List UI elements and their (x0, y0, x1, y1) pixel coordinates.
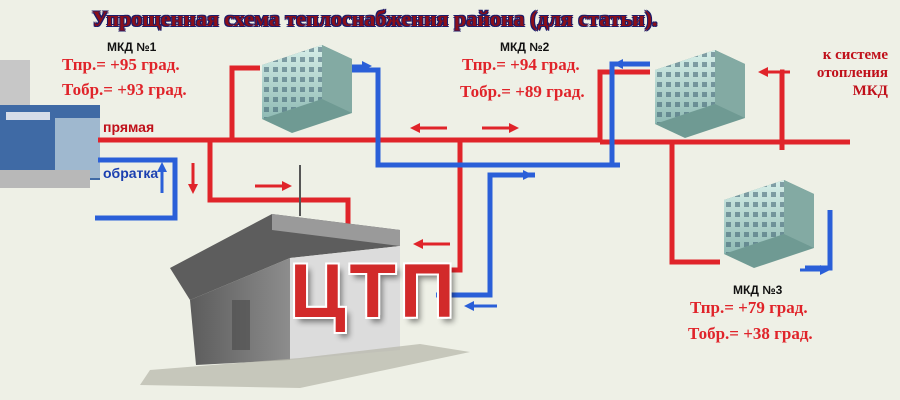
mkd1-supply-temp: Тпр.= +95 град. (62, 55, 180, 74)
arrow-right-icon (255, 181, 292, 191)
heating-system-label: к системе отопления МКД (817, 46, 888, 100)
arrow-left-icon (758, 67, 790, 77)
apartment-building-image (262, 45, 352, 133)
heating-system-line: к системе (822, 47, 888, 63)
arrow-up-icon (157, 162, 167, 193)
apartment-building-image (655, 50, 745, 138)
mkd1-return-temp: Тобр.= +93 град. (62, 80, 187, 99)
supply-mkd3 (669, 140, 720, 265)
mkd1-name: МКД №1 (107, 40, 157, 54)
apartment-building-image (724, 180, 814, 268)
mkd3-supply-temp: Тпр.= +79 град. (690, 298, 808, 317)
arrow-left-icon (410, 123, 447, 133)
supply-main-pipe (98, 69, 650, 143)
arrow-right-icon (500, 170, 533, 180)
mkd2-return-temp: Тобр.= +89 град. (460, 82, 585, 101)
substation-label: ЦТП (290, 249, 459, 334)
heating-system-line: отопления (816, 65, 888, 81)
mkd3-name: МКД №3 (733, 283, 783, 297)
return-to-mkd2 (609, 61, 650, 165)
arrow-left-icon (413, 239, 450, 249)
substation-building-image (140, 165, 470, 388)
arrow-right-icon (482, 123, 519, 133)
supply-to-mkd1-top (229, 65, 260, 140)
arrow-right-icon (800, 265, 830, 275)
supply-pipe-label: прямая (103, 119, 155, 135)
flow-arrows (157, 59, 830, 311)
mkd2-supply-temp: Тпр.= +94 град. (462, 55, 580, 74)
mkd3-return-temp: Тобр.= +38 град. (688, 324, 813, 343)
supply-ctp-out (436, 140, 463, 273)
arrow-down-icon (188, 163, 198, 194)
arrow-left-icon (613, 59, 645, 69)
boiler-house-image (0, 60, 100, 188)
arrow-left-icon (464, 301, 497, 311)
heating-system-line: МКД (852, 83, 888, 99)
return-mkd3 (805, 210, 833, 271)
return-main-pipe (95, 157, 178, 221)
supply-mkd1 (207, 140, 351, 228)
diagram-title: Упрощенная схема теплоснабжения района (… (92, 6, 658, 31)
return-pipe-label: обратка (103, 165, 159, 181)
supply-right-loop (779, 69, 785, 150)
mkd2-name: МКД №2 (500, 40, 550, 54)
